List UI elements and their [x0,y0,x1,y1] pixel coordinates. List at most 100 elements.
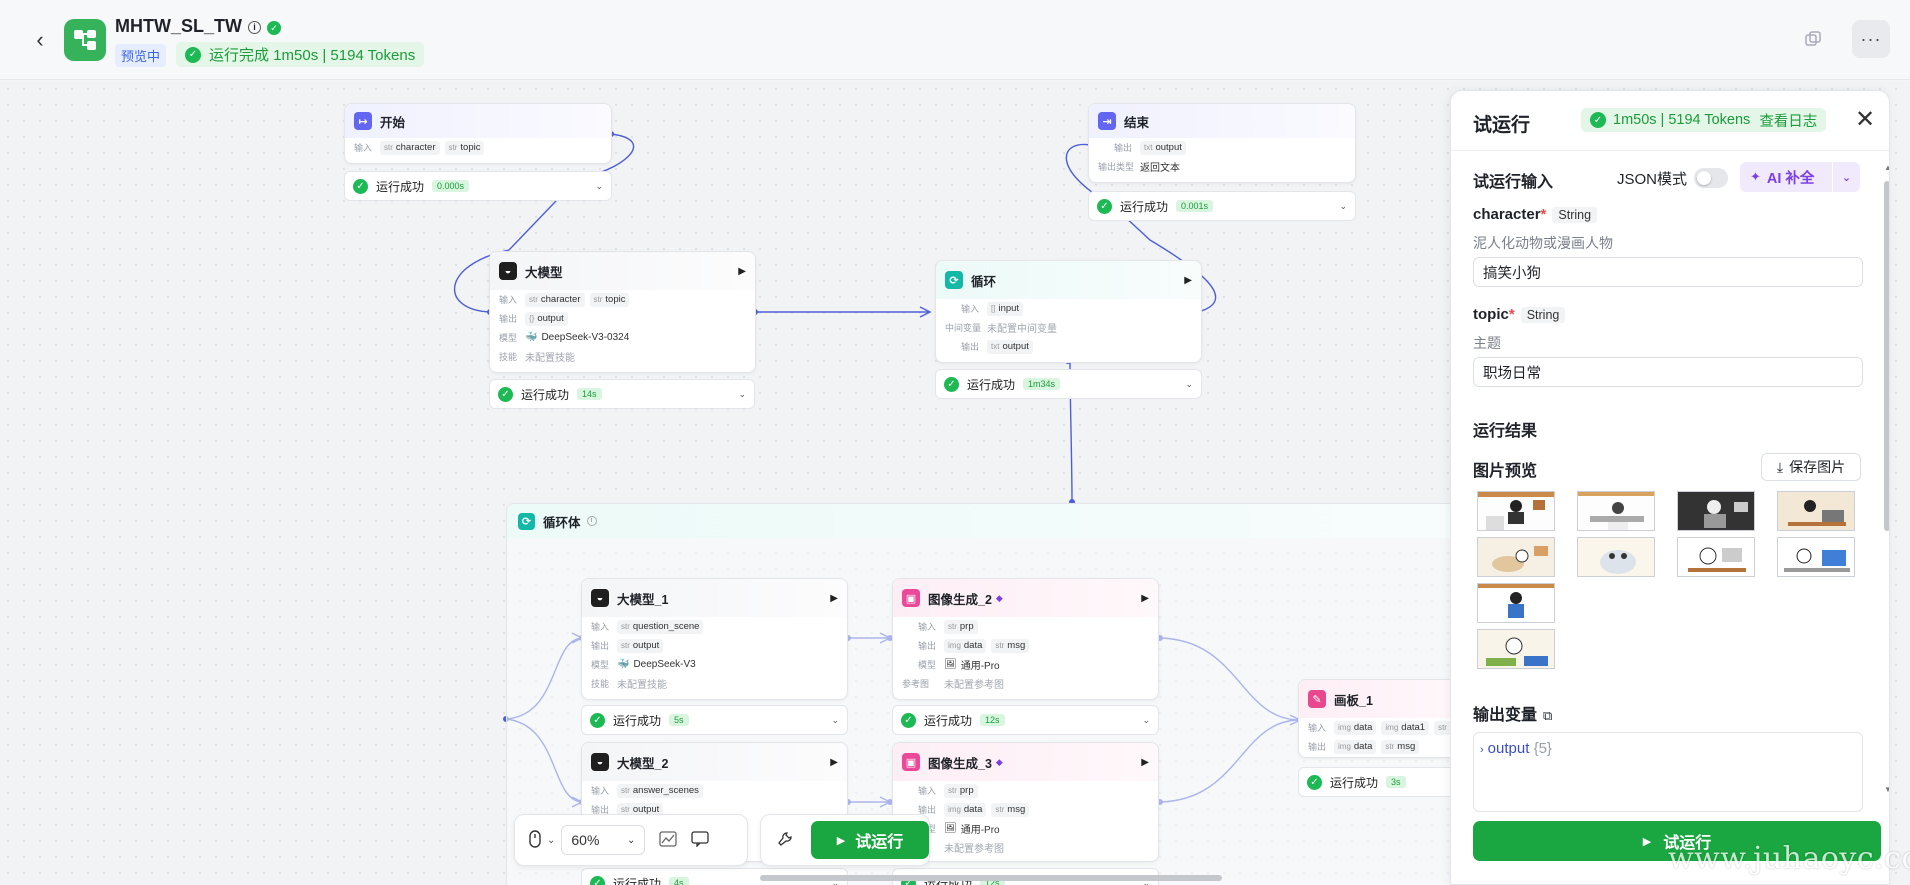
play-icon[interactable]: ▶ [1184,274,1192,286]
run-result-bar[interactable]: ✓ 运行成功 12s ⌄ [892,705,1159,735]
play-icon: ▶ [836,834,846,847]
board-node[interactable]: ✎ 画板_1 输入imgdataimgdata1strque 输出imgdata… [1298,679,1458,758]
panel-run-status: ✓ 1m50s | 5194 Tokens 查看日志 [1581,108,1827,132]
play-icon[interactable]: ▶ [1141,592,1149,604]
llm-icon: ◒ [499,262,517,280]
run-result-bar[interactable]: ✓ 运行成功 5s ⌄ [581,705,848,735]
back-icon[interactable]: ‹ [36,27,44,52]
run-result-bar[interactable]: ✓ 运行成功 3s [1298,767,1458,797]
model-icon: 🖼 [944,823,957,834]
chevron-down-icon[interactable]: ⌄ [1185,378,1193,389]
chevron-right-icon: › [1480,744,1484,756]
image-icon: ▣ [902,753,920,771]
play-icon[interactable]: ▶ [830,756,838,768]
info-icon[interactable]: i [586,516,597,526]
preview-badge: 预览中 [115,44,167,67]
watermark: www.juhaoyc.com [1668,841,1910,876]
test-run-button[interactable]: ▶试运行 [811,821,929,859]
download-icon: ⤓ [1776,458,1784,475]
scroll-up-icon[interactable]: ▲ [1884,163,1889,172]
play-icon[interactable]: ▶ [738,265,746,277]
play-icon[interactable]: ▶ [830,592,838,604]
run-status-label: 运行成功 [376,179,425,194]
chevron-down-icon[interactable]: ⌄ [1832,162,1860,192]
panel-run-button[interactable]: ▶试运行 [1473,821,1881,861]
output-tree-item[interactable]: ›output {5} [1480,740,1552,757]
run-result-bar[interactable]: ✓ 运行成功 0.001s ⌄ [1088,191,1356,221]
output-json-viewer[interactable]: ›output {5} [1473,732,1863,812]
image-thumbnail[interactable] [1477,537,1555,577]
run-result-bar[interactable]: ✓ 运行成功 14s ⌄ [489,379,755,409]
json-mode-toggle[interactable] [1694,168,1728,188]
topic-input[interactable] [1473,357,1863,387]
chevron-down-icon[interactable]: ⌄ [595,180,603,191]
play-icon: ▶ [1642,835,1652,848]
output-vars-title: 输出变量⧉ [1473,707,1553,724]
run-result-bar[interactable]: ✓ 运行成功 0.000s ⌄ [344,171,612,201]
image-thumbnail[interactable] [1577,537,1655,577]
chevron-down-icon[interactable]: ⌄ [831,714,839,725]
node-title: 大模型_2 [617,756,669,771]
more-icon[interactable]: ··· [1852,20,1890,58]
image-thumbnail[interactable] [1577,491,1655,531]
ai-complete-button[interactable]: ✦ AI 补全 ⌄ [1740,162,1860,192]
image-thumbnail[interactable] [1477,491,1555,531]
app-title: MHTW_SL_TW [115,16,242,36]
panel-scrollbar[interactable] [1884,181,1889,531]
success-check-icon: ✓ [944,376,959,392]
minimap-icon[interactable] [659,830,678,850]
horizontal-scrollbar[interactable] [760,875,1222,881]
success-check-icon: ✓ [590,875,605,885]
character-input[interactable] [1473,257,1863,287]
diamond-icon: ◆ [995,592,1003,603]
info-icon[interactable]: i [247,21,261,34]
test-run-panel: 试运行 ✓ 1m50s | 5194 Tokens 查看日志 ✕ 试运行输入 J… [1450,90,1890,885]
loop-icon: ⟳ [945,271,963,289]
success-check-icon: ✓ [1307,774,1322,790]
node-title: 图像生成_2 [928,592,992,607]
comment-icon[interactable] [691,830,710,850]
deepseek-icon: 🐳 [525,332,538,343]
field-desc-topic: 主题 [1473,335,1501,351]
diamond-icon: ◆ [995,756,1003,767]
input-label: 输入 [354,143,373,153]
copy-icon[interactable] [1804,30,1822,48]
chevron-down-icon[interactable]: ⌄ [738,388,746,399]
run-toolbar: ▶试运行 [760,814,930,866]
scroll-down-icon[interactable]: ▼ [1884,785,1889,794]
save-images-button[interactable]: ⤓保存图片 [1761,453,1861,481]
zoom-select[interactable]: 60%⌄ [561,825,646,855]
chevron-down-icon[interactable]: ⌄ [831,877,839,885]
chevron-down-icon[interactable]: ⌄ [1339,200,1347,211]
node-title: 大模型 [525,265,563,280]
image-thumbnail[interactable] [1677,491,1755,531]
run-result-bar[interactable]: ✓ 运行成功 1m34s ⌄ [935,369,1202,399]
mouse-icon[interactable] [529,829,541,851]
image-thumbnail[interactable] [1477,629,1555,669]
view-log-link[interactable]: 查看日志 [1759,113,1818,130]
play-icon[interactable]: ▶ [1141,756,1149,768]
chevron-down-icon[interactable]: ⌄ [1142,714,1150,725]
image-thumbnail[interactable] [1777,491,1855,531]
panel-title: 试运行 [1473,115,1531,136]
copy-icon[interactable]: ⧉ [1543,708,1553,723]
start-icon: ↦ [354,112,372,130]
close-icon[interactable]: ✕ [1855,106,1876,133]
image-thumbnail[interactable] [1477,583,1555,623]
wrench-icon[interactable] [777,831,793,850]
image-thumbnail[interactable] [1777,537,1855,577]
llm-icon: ◒ [591,753,609,771]
chevron-down-icon[interactable]: ⌄ [1142,877,1150,885]
chevron-down-icon[interactable]: ⌄ [547,834,556,846]
image-thumbnail[interactable] [1677,537,1755,577]
